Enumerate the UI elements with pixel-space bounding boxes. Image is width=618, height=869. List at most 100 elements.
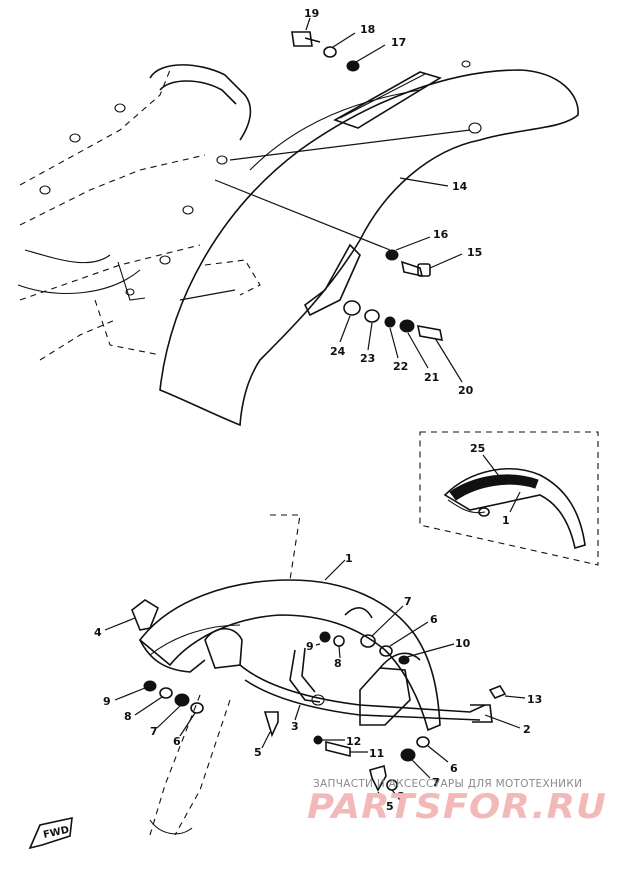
inset-frame [419,431,599,566]
callout-21: 21 [424,371,439,384]
callout-19: 19 [304,7,319,20]
callout-10: 10 [455,637,471,650]
frame-hole [114,103,126,113]
washer-12 [313,735,323,745]
fender-hidden-edge [204,259,261,296]
inset-mount [478,507,490,517]
leader-long [214,179,391,251]
leader-7-left [156,705,181,729]
callout-22: 22 [393,360,408,373]
stay-2-inner [244,679,481,721]
leader-17 [355,44,386,63]
bolt-19 [291,31,313,47]
callout-6-top: 6 [430,613,438,626]
bolt-5-left [263,711,279,738]
fender-hole [468,122,482,134]
watermark-logo: PARTSFOR.RU [307,787,607,827]
callout-23: 23 [360,352,375,365]
bush-6-lower [416,736,430,748]
leader-5-left [261,731,271,749]
callout-13: 13 [527,693,542,706]
fork-bottom [149,819,193,835]
leader-8-left [134,696,163,716]
leader-22 [389,327,399,359]
leader-24 [339,315,351,343]
frame-lower-curve [17,269,141,294]
inset-fender-1 [443,468,586,550]
frame-hole [159,255,171,265]
nut-9-left [143,680,157,692]
callout-15: 15 [467,246,482,259]
washer-8-left [159,687,173,699]
callout-9-left: 9 [103,695,111,708]
watermark-caption: ЗАПЧАСТИ И АКСЕССУАРЫ ДЛЯ МОТОТЕХНИКИ [313,778,582,790]
front-fender-assembly: 1 4 9 8 7 6 9 8 7 6 10 13 2 3 5 12 11 6 … [28,514,542,850]
leader-8-lower [391,789,397,796]
watermark: ЗАПЧАСТИ И АКСЕССУАРЫ ДЛЯ МОТОТЕХНИКИ PA… [307,778,607,827]
callout-5-left: 5 [254,746,262,759]
frame-loop-inner [159,80,237,105]
callout-18: 18 [360,23,375,36]
callout-7-left: 7 [150,725,158,738]
fork-tube [174,699,231,836]
leader-25 [482,454,503,481]
callout-12: 12 [346,735,361,748]
frame-hole [182,205,194,215]
leader-1-inset [509,491,521,513]
leader-23 [367,322,373,351]
stay-2 [239,664,486,713]
washer-23 [364,309,380,323]
frame-rail-lower [19,244,201,301]
leader-7-top [371,605,404,637]
bush-6-left [190,702,204,714]
bolt-20 [416,325,444,341]
frame-hole [39,185,51,195]
washer-18 [323,46,337,58]
fender-slot-shade [339,73,426,119]
frame-bracket [117,261,146,301]
callout-20: 20 [458,384,474,397]
rear-fender-assembly: 19 18 17 14 16 15 24 23 22 21 20 [17,7,579,427]
leader-8-center [338,645,341,659]
callout-6-left: 6 [173,735,181,748]
leader-13 [504,695,526,699]
callout-16: 16 [433,228,449,241]
mount-plate-left [204,627,243,669]
plate-4 [131,599,159,631]
frame-hook [24,249,111,264]
callout-11: 11 [369,747,384,760]
leader-long [179,289,236,301]
leader-5-right [377,791,385,801]
leader-7-lower [411,759,431,779]
fwd-label: FWD [42,825,70,841]
fender-side-bracket [303,243,361,317]
washer-22 [384,316,396,328]
callout-1: 1 [345,552,353,565]
frame-down [94,299,161,356]
frame-rail-upper [19,69,171,186]
stay-3-b [301,647,316,693]
inset-front-fender: 25 1 [419,431,599,566]
fender-curl [344,607,373,619]
callout-9-center: 9 [306,640,314,653]
leader-16 [395,236,431,251]
rear-fender-14 [159,69,579,427]
callout-1-inset: 1 [502,514,510,527]
spacer-7-lower [400,748,416,762]
callout-8-left: 8 [124,710,132,723]
leader-18 [332,32,356,48]
fender-hole [461,60,471,68]
frame-tail [39,319,116,361]
frame-hole [216,155,228,165]
fwd-arrow-icon: FWD [28,816,73,850]
spacer-24 [343,300,361,316]
callout-24: 24 [330,345,346,358]
stay-3-end [311,694,325,706]
leader-6-top [389,621,429,647]
callout-5-right: 5 [386,800,394,813]
front-fender-1 [138,579,441,732]
callout-3: 3 [291,720,299,733]
bolt-15-head [417,263,431,277]
front-fender-flap [139,639,206,673]
callout-2: 2 [523,723,531,736]
